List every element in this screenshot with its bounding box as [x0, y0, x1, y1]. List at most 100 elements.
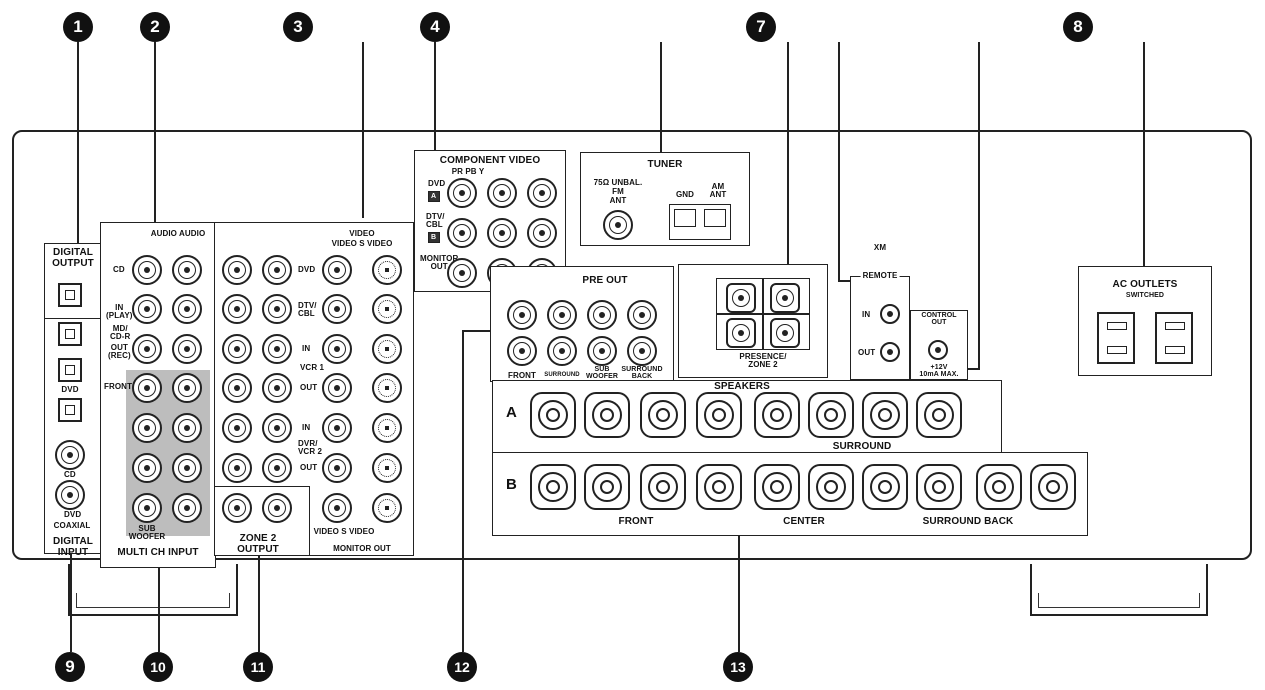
multi-sub-woofer-label: SUB WOOFER — [128, 524, 166, 541]
video-comp-4 — [322, 373, 352, 403]
callout-4: 4 — [420, 12, 450, 42]
xm-label: XM — [873, 243, 887, 252]
video-audio-6l — [222, 453, 252, 483]
video-dtv-label: DTV/ CBL — [298, 301, 317, 318]
multi-center-jack — [172, 493, 202, 523]
comp-1-pb — [487, 178, 517, 208]
svideo-2 — [372, 294, 402, 324]
audio-cd-l-jack — [132, 255, 162, 285]
audio-mdcdr-in-r-jack — [172, 294, 202, 324]
switched-label: SWITCHED — [1125, 292, 1165, 299]
video-in-label: IN — [302, 344, 311, 353]
video-comp-1 — [322, 255, 352, 285]
spk-a-7 — [862, 392, 908, 438]
ac-outlets-label: AC OUTLETS — [1112, 279, 1178, 290]
video-audio-1l — [222, 255, 252, 285]
remote-label: REMOTE — [860, 271, 900, 280]
speaker-front-label: FRONT — [618, 516, 654, 527]
spk-a-5 — [754, 392, 800, 438]
leader-10 — [158, 560, 160, 652]
preout-surround-r — [547, 336, 577, 366]
multi-surround-r-jack — [172, 413, 202, 443]
left-foot — [68, 564, 238, 616]
callout-12: 12 — [447, 652, 477, 682]
audio-mdcdr-out-r-jack — [172, 334, 202, 364]
video-comp-2 — [322, 294, 352, 324]
audio-mdcdr-in-l-jack — [132, 294, 162, 324]
pre-out-label: PRE OUT — [582, 275, 628, 286]
multi-surround-l-jack — [132, 413, 162, 443]
preout-sub — [587, 336, 617, 366]
zone2-r-jack — [262, 493, 292, 523]
comp-3-pr — [447, 258, 477, 288]
fm-antenna-jack — [603, 210, 633, 240]
callout-11: 11 — [243, 652, 273, 682]
preout-sb-r — [627, 336, 657, 366]
control-out-label: CONTROL OUT — [921, 312, 957, 326]
speaker-surround-label: SURROUND — [832, 441, 892, 452]
ac-outlet-1 — [1097, 312, 1135, 364]
callout-9: 9 — [55, 652, 85, 682]
video-vcr1-label: VCR 1 — [300, 363, 325, 372]
coax-cd-jack — [55, 440, 85, 470]
preout-surround-l — [547, 300, 577, 330]
comp-1-pr — [447, 178, 477, 208]
presence-l-plus — [726, 283, 756, 313]
gnd-label: GND — [675, 190, 695, 199]
preout-surround-label: SURROUND — [544, 372, 580, 378]
speaker-row-a-label: A — [506, 404, 517, 421]
digital-output-label: DIGITAL OUTPUT — [52, 247, 94, 269]
presence-r-minus — [770, 318, 800, 348]
component-dtv-label: DTV/ CBL — [426, 212, 445, 229]
callout-1: 1 — [63, 12, 93, 42]
ac-outlet-2 — [1155, 312, 1193, 364]
multi-front-l-jack — [132, 373, 162, 403]
video-audio-5l — [222, 413, 252, 443]
remote-out-jack — [880, 342, 900, 362]
preout-center — [587, 300, 617, 330]
preout-sub-label: SUB WOOFER — [585, 366, 619, 380]
multi-front-label: FRONT — [104, 382, 133, 391]
gnd-terminal — [674, 209, 696, 227]
spk-a-3 — [640, 392, 686, 438]
comp-2-pb — [487, 218, 517, 248]
component-video-label: COMPONENT VIDEO — [439, 155, 541, 166]
svideo-1 — [372, 255, 402, 285]
callout-3: 3 — [283, 12, 313, 42]
svideo-5 — [372, 413, 402, 443]
digital-input-label: DIGITAL INPUT — [53, 536, 93, 558]
preout-front-label: FRONT — [507, 371, 537, 380]
audio-mdcdr-out-l-jack — [132, 334, 162, 364]
video-comp-5 — [322, 413, 352, 443]
spk-b-1 — [530, 464, 576, 510]
video-header: VIDEO — [349, 229, 375, 238]
comp-1-y — [527, 178, 557, 208]
video-comp-6 — [322, 453, 352, 483]
video-audio-6r — [262, 453, 292, 483]
svideo-3 — [372, 334, 402, 364]
leader-7 — [787, 42, 789, 264]
leader-4 — [434, 42, 436, 150]
monitor-out-svideo — [372, 493, 402, 523]
spk-b-10 — [1030, 464, 1076, 510]
svideo-6 — [372, 453, 402, 483]
video-out2-label: OUT — [300, 463, 318, 472]
monitor-out-comp — [322, 493, 352, 523]
component-monitor-label: MONITOR OUT — [420, 254, 459, 271]
audio-mdcdr-label: MD/ CD-R — [110, 324, 131, 341]
leader-2 — [154, 42, 156, 222]
spk-a-6 — [808, 392, 854, 438]
component-prpby-label: PR PB Y — [451, 167, 485, 176]
component-dvd-label: DVD — [428, 179, 446, 188]
leader-remote — [838, 42, 840, 282]
preout-sb-label: SURROUND BACK — [621, 366, 663, 380]
zone2-l-jack — [222, 493, 252, 523]
leader-1 — [77, 42, 79, 244]
am-ant-label: AM ANT — [709, 182, 727, 199]
spk-b-3 — [640, 464, 686, 510]
remote-in-jack — [880, 304, 900, 324]
presence-zone2-label: PRESENCE/ ZONE 2 — [739, 352, 787, 369]
right-foot — [1030, 564, 1208, 616]
optical-output-jack — [58, 283, 82, 307]
leader-3 — [362, 42, 364, 218]
